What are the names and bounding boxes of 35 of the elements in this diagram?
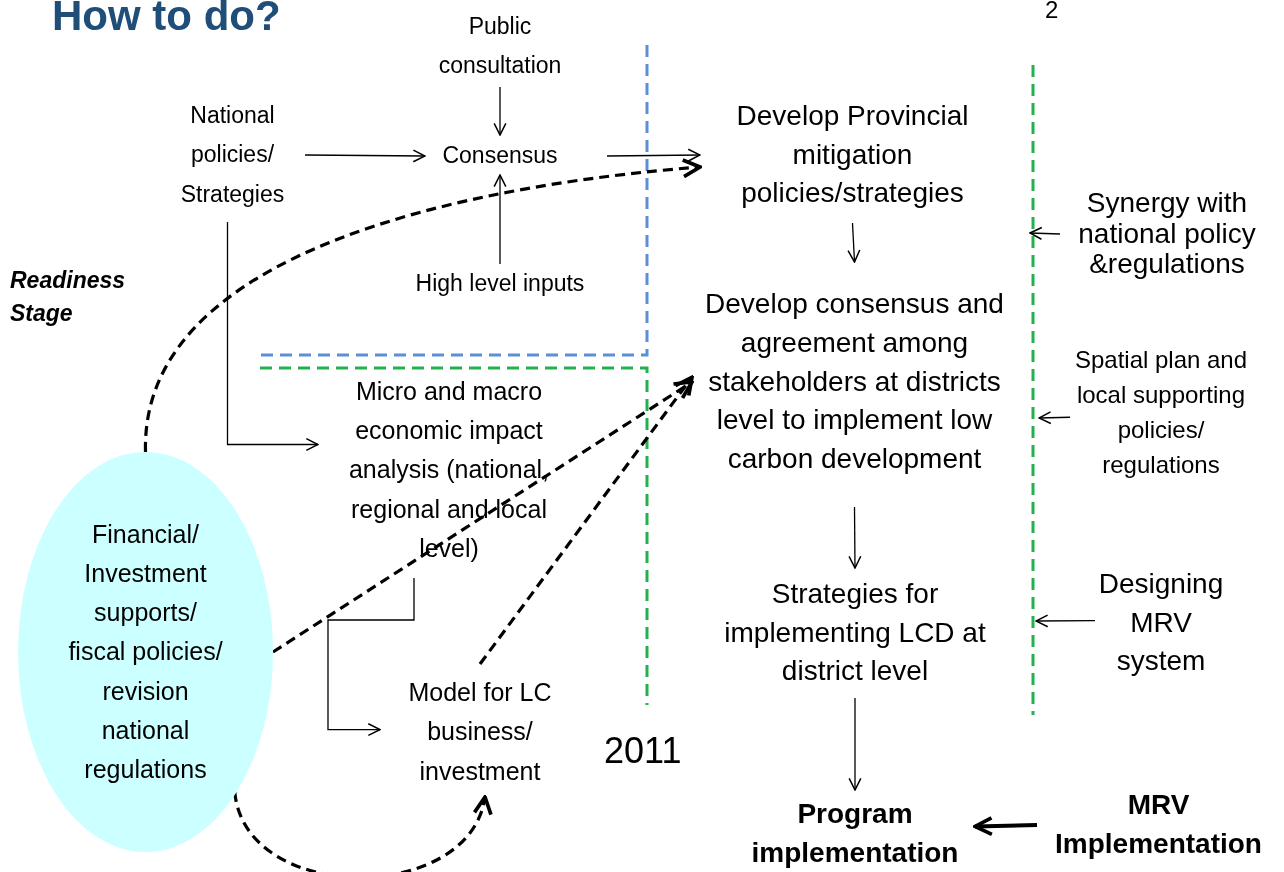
arrow — [493, 86, 507, 136]
step-text: Develop consensus and agreement among stakeholders at districts level to implement low carbon development — [692, 262, 1017, 502]
dashed-arrow — [143, 158, 702, 453]
step-text: Model for LC business/ investment — [380, 672, 580, 792]
arrow — [1035, 614, 1096, 628]
step-text: Strategies for implementing LCD at district level — [690, 573, 1020, 693]
arrow — [304, 149, 426, 163]
year-label: 2011 — [604, 730, 682, 772]
arrow — [1038, 411, 1071, 425]
step-text: High level inputs — [380, 264, 620, 304]
arrow — [327, 577, 415, 737]
step-text: Develop Provincial mitigation policies/strategies — [700, 95, 1005, 215]
step-text: Program implementation — [735, 795, 975, 872]
arrow — [1029, 226, 1061, 240]
step-text: Public consultation — [405, 5, 595, 87]
arrow — [606, 148, 701, 162]
arrow — [226, 221, 319, 452]
dashed-arrow — [233, 791, 490, 872]
arrow — [973, 815, 1038, 837]
step-text: Designing MRV system — [1095, 563, 1227, 683]
step-text: Spatial plan and local supporting policies/ regulations — [1070, 342, 1252, 484]
step-text: National policies/ Strategies — [160, 95, 305, 215]
dashed-arrow — [478, 375, 694, 665]
arrow — [847, 222, 861, 263]
step-text: Consensus — [425, 137, 575, 175]
step-text: MRV Implementation — [1037, 785, 1280, 865]
ellipse-text: Financial/ Investment supports/ fiscal policies/ revision national regulations — [67, 518, 224, 786]
title: How to do? — [52, 0, 281, 40]
stage-label: Readiness Stage — [10, 266, 127, 329]
arrow — [848, 697, 862, 791]
arrow — [848, 506, 862, 569]
arrow — [493, 174, 507, 265]
page-number: 2 — [1045, 0, 1059, 24]
step-text: Synergy with national policy &regulations — [1060, 186, 1274, 282]
dashed-arrow — [272, 380, 694, 654]
